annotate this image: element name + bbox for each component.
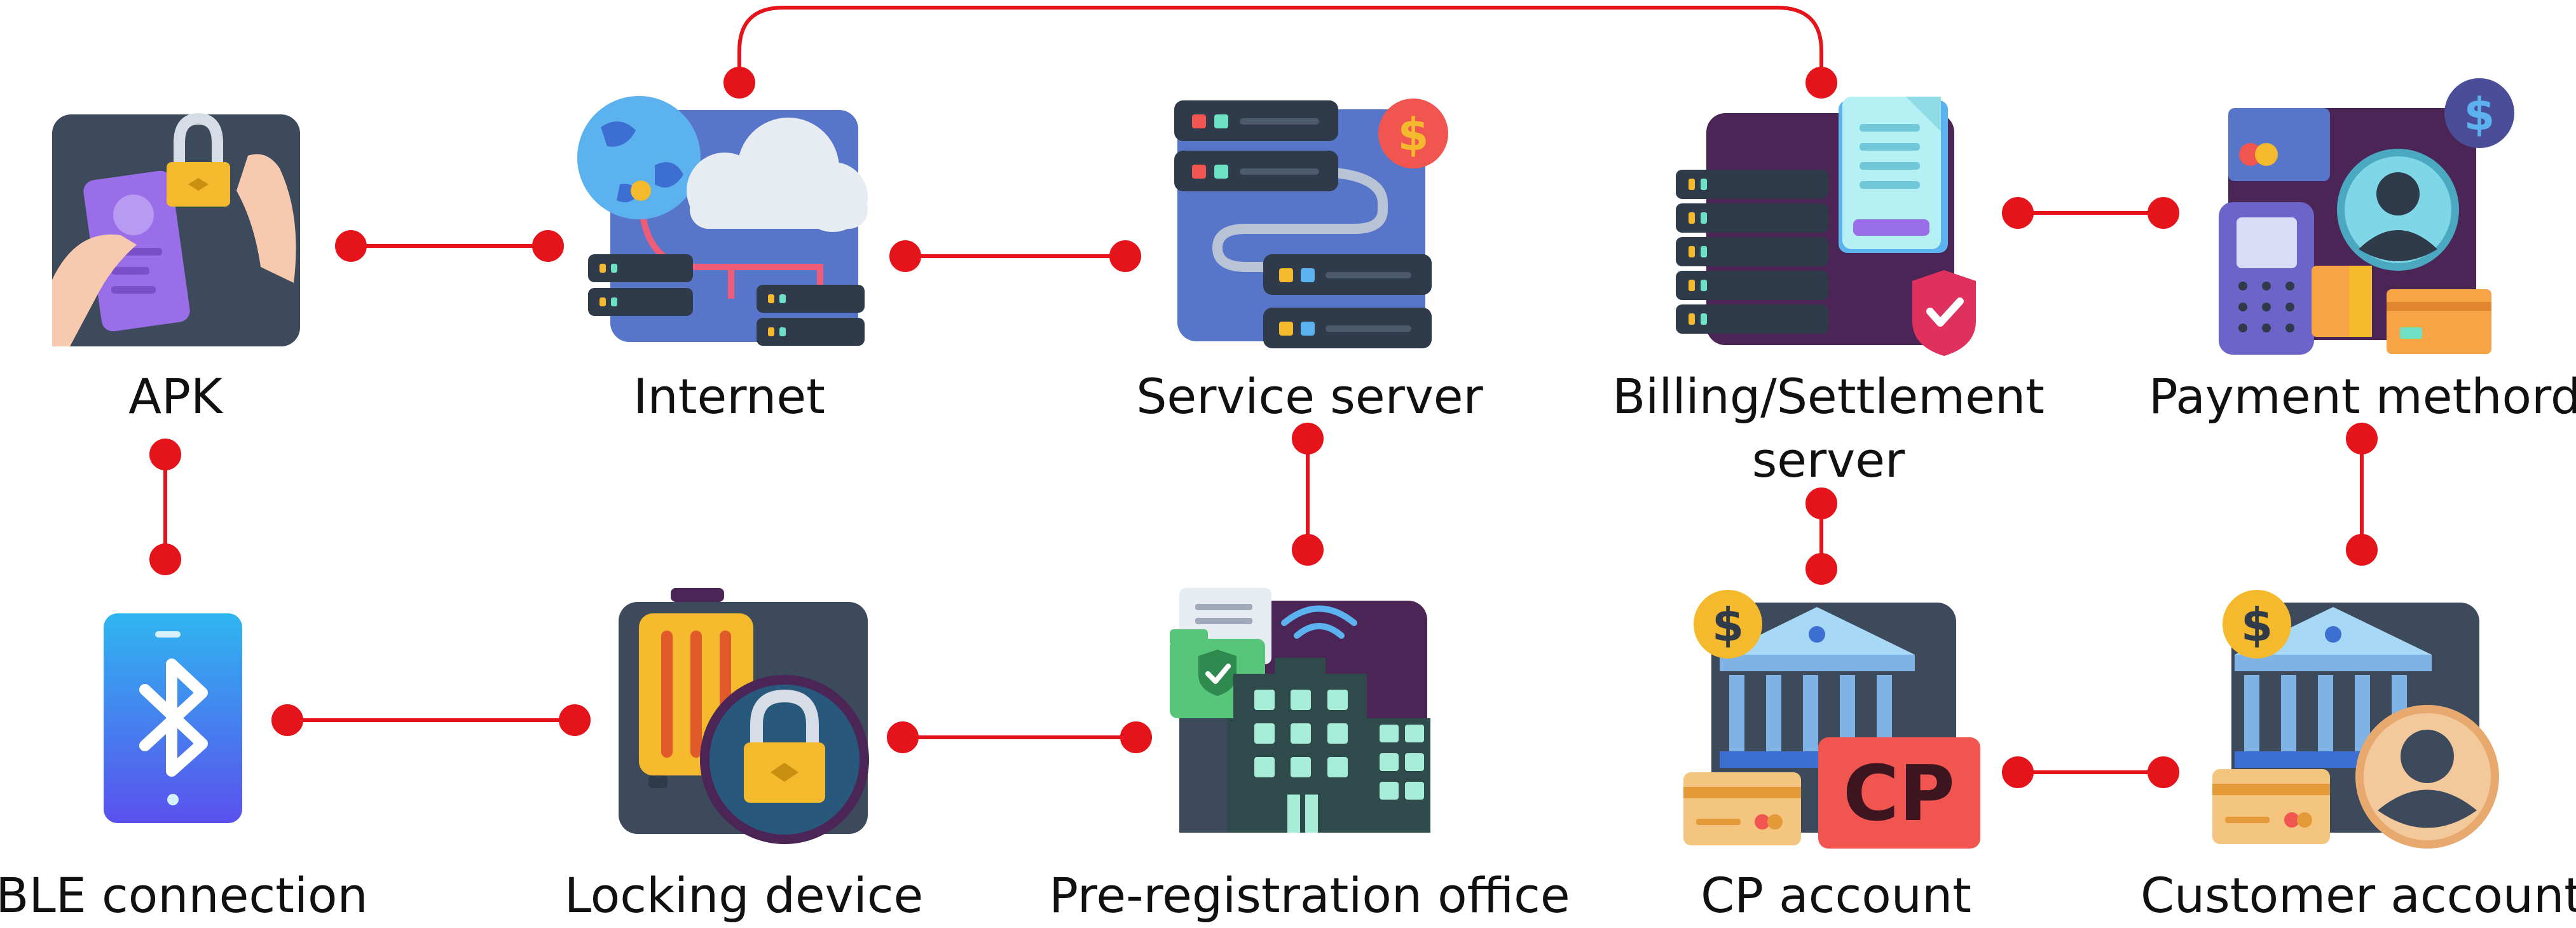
- phone-unlock-icon: [52, 113, 300, 346]
- luggage-padlock-icon: [619, 588, 869, 844]
- label-customer-account: Customer account: [2141, 867, 2576, 924]
- labels: APK Internet Service server Billing/Sett…: [0, 368, 2576, 924]
- label-service-server: Service server: [1136, 368, 1483, 425]
- label-ble-connection: BLE connection: [0, 867, 368, 924]
- svg-text:$: $: [2464, 88, 2495, 140]
- server-dollar-icon: $: [1174, 99, 1448, 348]
- label-locking-device: Locking device: [565, 867, 924, 924]
- office-building-icon: [1170, 588, 1430, 833]
- label-billing-line1: Billing/Settlement: [1612, 368, 2045, 425]
- label-billing-line2: server: [1752, 432, 1905, 488]
- bank-cp-icon: $ CP: [1683, 590, 1980, 849]
- connectors: [149, 6, 2378, 788]
- svg-text:$: $: [2241, 598, 2273, 652]
- bank-user-icon: $: [2212, 590, 2499, 849]
- connector-cp-customer: [2002, 756, 2179, 788]
- connector-apk-internet: [335, 230, 564, 262]
- label-payment-method: Payment methord: [2149, 368, 2576, 425]
- label-apk: APK: [128, 368, 224, 425]
- label-internet: Internet: [633, 368, 825, 425]
- globe-cloud-network-icon: [577, 96, 868, 346]
- connector-ble-locking: [271, 704, 591, 736]
- billing-server-icon: [1676, 97, 1976, 356]
- svg-text:$: $: [1712, 598, 1744, 652]
- connector-internet-service: [889, 240, 1141, 272]
- svg-text:CP: CP: [1843, 750, 1955, 838]
- connector-locking-prereg: [887, 721, 1152, 753]
- connector-billing-payment: [2002, 197, 2179, 229]
- payment-terminal-icon: $: [2219, 78, 2514, 355]
- connector-billing-cp: [1805, 488, 1837, 585]
- connector-payment-customer: [2346, 423, 2378, 566]
- svg-text:$: $: [1398, 109, 1429, 161]
- label-cp-account: CP account: [1701, 867, 1971, 924]
- bluetooth-phone-icon: [104, 613, 242, 823]
- connector-internet-billing: [723, 6, 1837, 99]
- label-pre-registration-office: Pre-registration office: [1049, 867, 1570, 924]
- connector-service-prereg: [1292, 423, 1324, 566]
- connector-apk-ble: [149, 439, 181, 575]
